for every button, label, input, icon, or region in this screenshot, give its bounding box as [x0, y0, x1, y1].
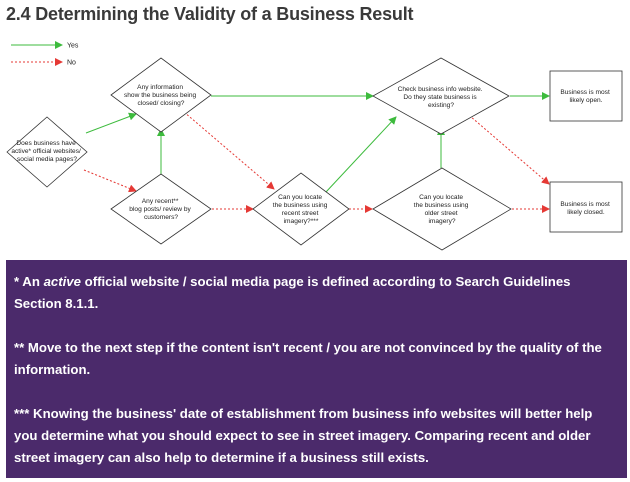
node-open [549, 70, 623, 122]
node-older-street-label: Can you locate the business using older … [414, 194, 470, 225]
node-recent-posts-label: Any recent** blog posts/ review by custo… [129, 198, 192, 221]
node-open-label: Business is most likely open. [560, 89, 611, 104]
footnote-active-prefix: * An [14, 274, 44, 289]
node-check-info [372, 57, 510, 135]
edge-start-to-info-closed [85, 112, 137, 134]
node-start-label: Does business have active* official webs… [11, 140, 82, 163]
legend-no-label: No [67, 60, 76, 67]
legend-yes-label: Yes [67, 43, 79, 50]
footnotes-panel: * An active official website / social me… [6, 260, 627, 478]
node-recent-street-label: Can you locate the business using recent… [273, 194, 329, 225]
footnote-active: * An active official website / social me… [14, 271, 619, 315]
edge-start-to-recent-posts [83, 169, 137, 193]
node-info-closed-label: Any information show the business being … [124, 84, 198, 107]
edge-info-closed-to-recent-street [183, 111, 275, 190]
flowchart: Yes No Does business have active* [6, 41, 623, 251]
node-closed [549, 181, 623, 233]
footnote-active-emphasis: active [43, 274, 81, 289]
node-recent-street [252, 172, 350, 246]
edge-recent-street-to-check-info [325, 116, 397, 193]
yes-connectors [85, 92, 550, 193]
page-title: 2.4 Determining the Validity of a Busine… [6, 4, 414, 24]
node-recent-posts [110, 173, 212, 245]
no-connectors [83, 109, 550, 213]
legend: Yes No [11, 41, 79, 67]
edge-check-info-to-closed [462, 109, 550, 185]
node-older-street [372, 167, 512, 251]
node-closed-label: Business is most likely closed. [560, 201, 611, 216]
node-info-closed [110, 57, 212, 133]
node-check-info-label: Check business info website. Do they sta… [398, 86, 485, 109]
footnote-active-rest: official website / social media page is … [14, 274, 571, 311]
footnote-recent: ** Move to the next step if the content … [14, 340, 602, 377]
footnote-street-imagery: *** Knowing the business' date of establ… [14, 406, 593, 465]
node-start [6, 116, 88, 188]
